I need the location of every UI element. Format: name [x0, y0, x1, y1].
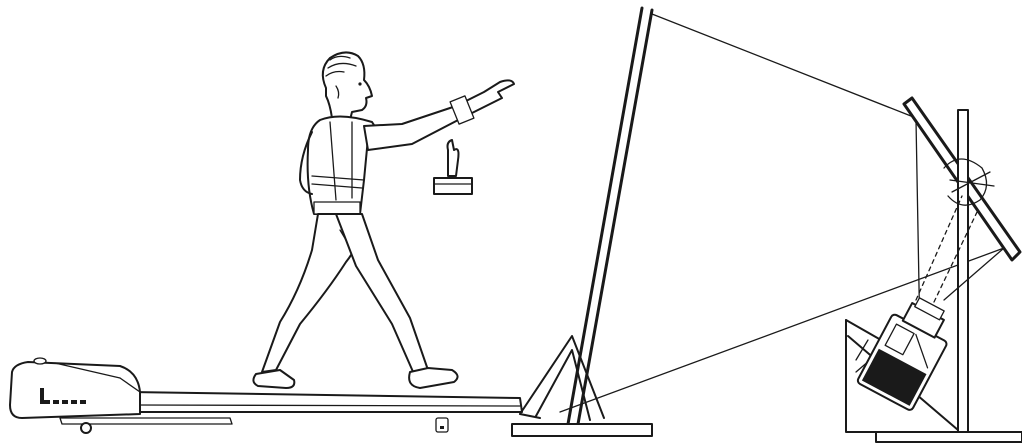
person-right-leg: [336, 214, 428, 374]
projector-stand: [846, 110, 1022, 442]
person-shoe-back: [253, 370, 294, 388]
treadmill-motor-housing: [10, 362, 140, 418]
hand-target-object: [434, 140, 472, 194]
projector: [856, 290, 960, 411]
person-head: [323, 52, 372, 120]
person-shoe-front: [409, 368, 457, 388]
walking-person: [253, 52, 514, 388]
person-extended-arm: [364, 80, 514, 150]
